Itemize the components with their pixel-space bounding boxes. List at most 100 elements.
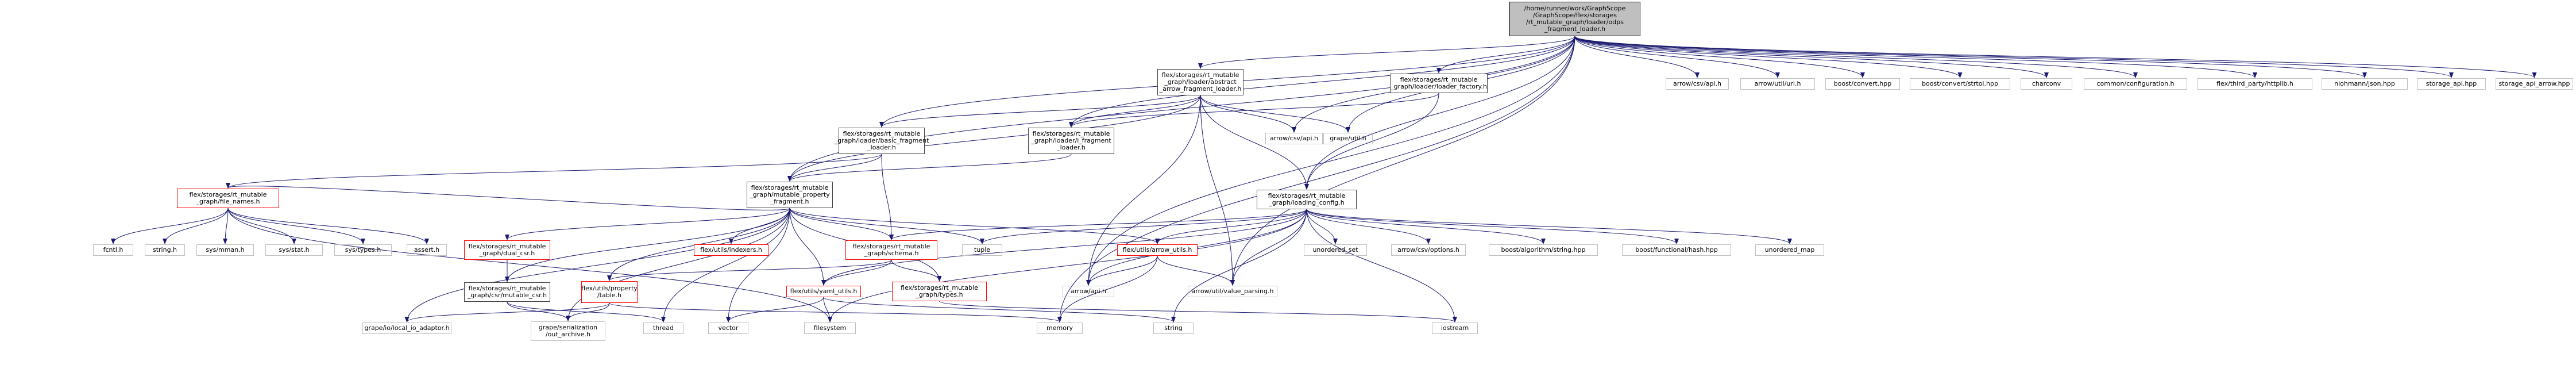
edge-file_names-to-sys_stat: [227, 208, 296, 244]
node-label: filesystem: [814, 325, 847, 332]
edge-loading_config-to-string: [1171, 209, 1307, 323]
node-basic-fragment-loader[interactable]: flex/storages/rt_mutable_graph/loader/ba…: [835, 128, 929, 154]
edge-root-to-nlohmann_json: [1574, 36, 2367, 78]
node-label: flex/storages/rt_mutable_graph/loader/i_…: [1031, 130, 1111, 151]
edge-mutable_property_fragment-to-dual_csr: [505, 208, 790, 240]
edge-loading_config-to-filesystem: [828, 209, 1307, 323]
edge-abstract_loader-to-mutable_property_fragment: [787, 95, 1201, 182]
node-label: sys/mman.h: [206, 247, 244, 254]
edge-root-to-value_parsing: [1230, 36, 1575, 286]
node-label: storage_api.hpp: [2426, 80, 2477, 87]
node-label-line: grape/serialization: [538, 324, 598, 331]
edge-root-to-loader_factory: [1436, 36, 1575, 74]
node-file-names[interactable]: flex/storages/rt_mutable_graph/file_name…: [177, 189, 279, 208]
node-arrow-csv-options: arrow/csv/options.h: [1391, 244, 1466, 256]
node-label: flex/storages/rt_mutable_graph/loading_c…: [1268, 193, 1346, 206]
edge-mutable_csr-to-thread: [507, 301, 666, 323]
node-common-configuration: common/configuration.h: [2084, 78, 2187, 90]
node-label-line: _fragment_loader.h: [1544, 25, 1606, 33]
node-label-line: _loader.h: [867, 144, 896, 151]
node-label: arrow/api.h: [1071, 288, 1106, 295]
edge-loading_config-to-boost_algo_string: [1306, 209, 1546, 244]
node-label: flex/utils/arrow_utils.h: [1123, 247, 1192, 254]
node-label-line: flex/storages/rt_mutable: [1161, 71, 1239, 79]
node-i-fragment-loader[interactable]: flex/storages/rt_mutable_graph/loader/i_…: [1028, 128, 1114, 154]
edge-root-to-arrow_csv_api_top: [1574, 36, 1700, 78]
node-label: storage_api_arrow.hpp: [2498, 80, 2570, 87]
node-yaml-utils[interactable]: flex/utils/yaml_utils.h: [786, 286, 861, 297]
node-label: flex/storages/rt_mutable_graph/loader/lo…: [1391, 76, 1487, 90]
node-loader-factory[interactable]: flex/storages/rt_mutable_graph/loader/lo…: [1390, 74, 1488, 93]
node-loading-config[interactable]: flex/storages/rt_mutable_graph/loading_c…: [1257, 190, 1357, 209]
node-arrow-csv-api: arrow/csv/api.h: [1265, 133, 1323, 144]
node-string: string: [1153, 323, 1194, 334]
edge-mutable_property_fragment-to-vector: [726, 208, 790, 323]
node-label-line: filesystem: [813, 324, 847, 332]
edge-root-to-arrow_api: [1086, 36, 1575, 286]
node-label-line: _graph/csr/mutable_csr.h: [467, 291, 547, 299]
edge-abstract_loader-to-arrow_api: [1086, 95, 1201, 286]
node-fcntl: fcntl.h: [93, 244, 133, 256]
node-types[interactable]: flex/storages/rt_mutable_graph/types.h: [892, 282, 987, 301]
node-charconv: charconv: [2021, 78, 2072, 90]
edge-file_names-to-assert: [227, 208, 429, 244]
node-label: flex/storages/rt_mutable_graph/csr/mutab…: [468, 285, 547, 299]
node-property-table[interactable]: flex/utils/property/table.h: [581, 281, 638, 303]
node-label-line: flex/storages/rt_mutable: [468, 243, 546, 250]
node-label-line: _fragment.h: [770, 198, 809, 205]
node-boost-convert-strtol: boost/convert/strtol.hpp: [1910, 78, 2010, 90]
node-label-line: /GraphScope/flex/storages: [1533, 11, 1617, 19]
edge-abstract_loader-to-i_fragment_loader: [1069, 95, 1201, 128]
edge-mutable_property_fragment-to-yaml_utils: [789, 208, 826, 286]
edge-schema-to-property_table: [607, 259, 892, 281]
node-label: grape/util.h: [1330, 135, 1366, 142]
node-arrow-api: arrow/api.h: [1063, 286, 1114, 297]
node-label-line: flex/utils/property: [581, 285, 638, 292]
node-mutable-property-fragment[interactable]: flex/storages/rt_mutable_graph/mutable_p…: [747, 182, 833, 208]
node-label-line: flex/storages/rt_mutable: [1268, 192, 1346, 199]
node-thread: thread: [643, 323, 683, 334]
node-label: tuple: [974, 247, 990, 254]
edge-loading_config-to-arrow_csv_options: [1306, 209, 1431, 244]
node-dual-csr[interactable]: flex/storages/rt_mutable_graph/dual_csr.…: [464, 240, 550, 260]
node-arrow-value-parsing: arrow/util/value_parsing.h: [1188, 286, 1277, 297]
node-label: thread: [653, 325, 674, 332]
node-sys-stat: sys/stat.h: [265, 244, 323, 256]
node-label-line: tuple: [974, 246, 991, 254]
edge-arrow_utils-to-memory: [1057, 255, 1158, 323]
node-schema[interactable]: flex/storages/rt_mutable_graph/schema.h: [845, 240, 937, 260]
node-label: nlohmann/json.hpp: [2334, 80, 2395, 87]
node-mutable-csr[interactable]: flex/storages/rt_mutable_graph/csr/mutab…: [464, 282, 550, 302]
node-abstract-arrow-fragment-loader[interactable]: flex/storages/rt_mutable_graph/loader/ab…: [1157, 69, 1243, 95]
edge-root-to-i_fragment_loader: [1069, 36, 1575, 128]
node-label: flex/storages/rt_mutable_graph/dual_csr.…: [469, 243, 546, 257]
node-label: flex/storages/rt_mutable_graph/loader/ba…: [835, 130, 929, 151]
node-label-line: _graph/loader/basic_fragment: [834, 137, 929, 144]
node-label-line: /rt_mutable_graph/loader/odps: [1526, 18, 1624, 26]
edge-file_names-to-string_h: [163, 208, 229, 244]
node-filesystem: filesystem: [804, 323, 856, 334]
node-label-line: sys/types.h: [345, 246, 381, 254]
node-label-line: _graph/loading_config.h: [1269, 199, 1345, 206]
node-label-line: boost/convert.hpp: [1833, 80, 1892, 87]
edge-loading_config-to-value_parsing: [1230, 209, 1307, 286]
node-label: unordered_map: [1765, 247, 1815, 254]
node-label: flex/utils/indexers.h: [700, 247, 762, 254]
node-label-line: _graph/loader/abstract: [1164, 78, 1237, 86]
edge-loading_config-to-tuple: [980, 209, 1307, 244]
node-iostream: iostream: [1432, 323, 1478, 334]
edge-schema-to-types: [891, 259, 942, 282]
node-label-line: _arrow_fragment_loader.h: [1159, 85, 1242, 93]
node-label: boost/algorithm/string.hpp: [1501, 247, 1586, 254]
node-label-line: _graph/schema.h: [864, 250, 919, 257]
node-label-line: /out_archive.h: [545, 331, 591, 338]
node-indexers[interactable]: flex/utils/indexers.h: [694, 244, 768, 256]
node-label-line: sys/stat.h: [279, 246, 310, 254]
edge-loading_config-to-boost_functional_hash: [1306, 209, 1679, 244]
edge-loader_factory-to-loading_config: [1304, 93, 1439, 190]
node-odps-fragment-loader: /home/runner/work/GraphScope/GraphScope/…: [1509, 2, 1640, 36]
node-label: grape/io/local_io_adaptor.h: [364, 325, 449, 332]
node-label: iostream: [1441, 325, 1469, 332]
node-arrow-utils[interactable]: flex/utils/arrow_utils.h: [1117, 244, 1198, 256]
node-label-line: arrow/util/uri.h: [1754, 80, 1801, 87]
